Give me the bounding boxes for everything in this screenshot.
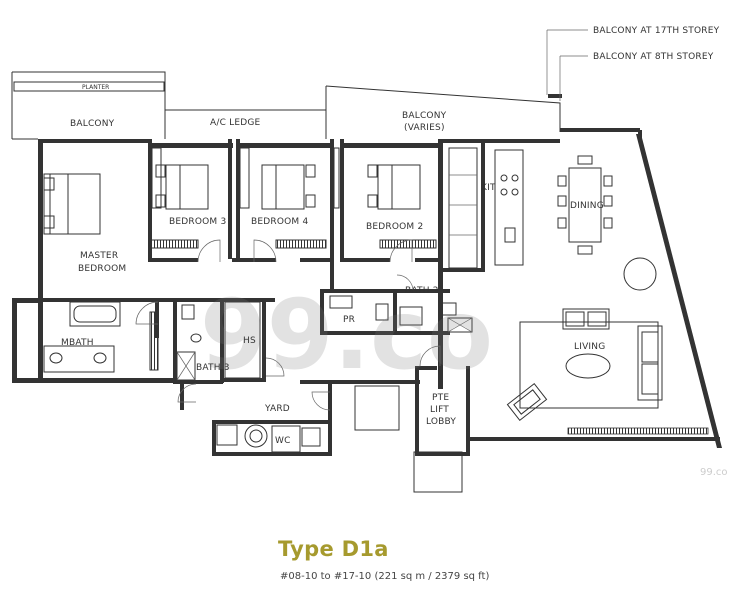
living-furniture <box>506 257 709 435</box>
label-balcony-varies-note: (VARIES) <box>404 123 445 133</box>
label-planter: PLANTER <box>82 84 109 91</box>
label-kit: KIT <box>481 183 496 193</box>
label-balcony-8th: BALCONY AT 8TH STOREY <box>593 52 714 62</box>
label-living: LIVING <box>574 342 605 352</box>
label-lobby-pte: PTE <box>432 393 449 403</box>
label-pr: PR <box>343 315 355 325</box>
unit-range-caption: #08-10 to #17-10 (221 sq m / 2379 sq ft) <box>280 571 490 582</box>
furniture-beds <box>43 164 421 235</box>
kitchen-fixtures <box>448 147 524 269</box>
misc-fixtures <box>224 301 463 493</box>
label-master: MASTER <box>80 251 118 261</box>
unit-type-title: Type D1a <box>278 537 389 561</box>
label-balcony-varies: BALCONY <box>402 111 447 121</box>
label-bath-3: BATH 3 <box>196 363 230 373</box>
label-bedroom-2: BEDROOM 2 <box>366 222 423 232</box>
label-lobby: LOBBY <box>426 417 456 427</box>
balcony-strip <box>11 29 588 140</box>
label-bedroom-3: BEDROOM 3 <box>169 217 226 227</box>
label-mbath: MBATH <box>61 338 94 348</box>
label-ac-ledge: A/C LEDGE <box>210 118 261 128</box>
label-bedroom-4: BEDROOM 4 <box>251 217 308 227</box>
door-swings <box>135 239 441 411</box>
label-bath-2: BATH 2 <box>405 286 439 296</box>
watermark: 99.co <box>200 279 493 391</box>
label-master-bedroom: BEDROOM <box>78 264 126 274</box>
label-wc: WC <box>275 436 291 446</box>
room-labels: PLANTER BALCONY A/C LEDGE BALCONY (VARIE… <box>61 26 720 446</box>
dining-set <box>557 155 613 255</box>
label-balcony-left: BALCONY <box>70 119 115 129</box>
label-dining: DINING <box>570 201 604 211</box>
label-hs: HS <box>243 336 256 346</box>
bath-fixtures <box>43 295 473 453</box>
label-balcony-17th: BALCONY AT 17TH STOREY <box>593 26 720 36</box>
walls <box>12 128 722 456</box>
label-yard: YARD <box>264 404 290 414</box>
watermark-small: 99.co <box>700 467 728 478</box>
label-lobby-lift: LIFT <box>430 405 449 415</box>
